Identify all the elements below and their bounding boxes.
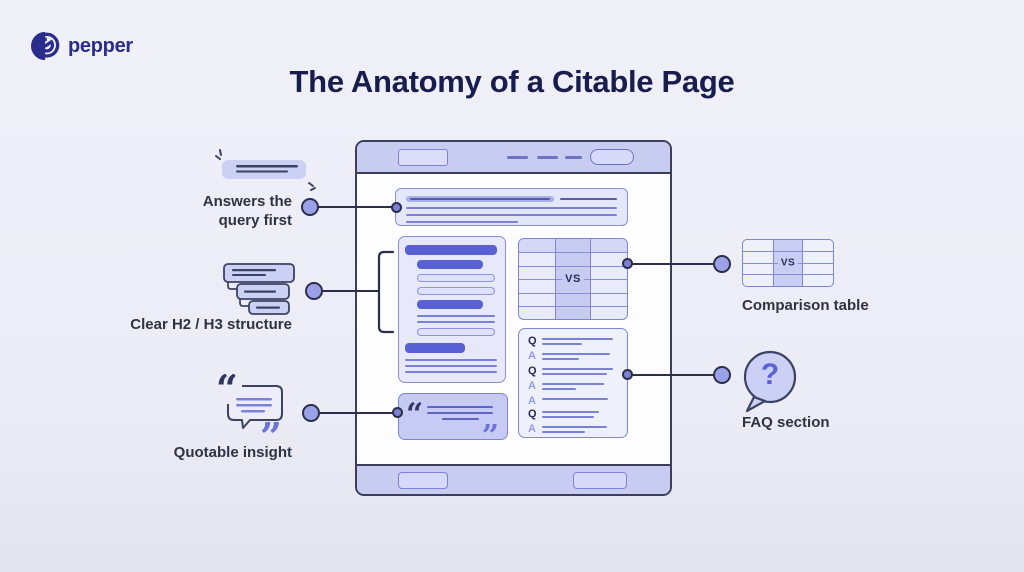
- faq-question-letter: Q: [528, 408, 537, 420]
- brand-logo: pepper: [31, 31, 133, 61]
- connector-comparison: [630, 263, 715, 265]
- pepper-logo-icon: [31, 31, 60, 61]
- comparison-table-icon: VS: [742, 239, 834, 287]
- mockup-header: [357, 142, 670, 174]
- mockup-nav-link: [507, 156, 528, 159]
- vs-label: VS: [777, 256, 799, 270]
- faq-question-letter: Q: [528, 365, 537, 377]
- anchor-dot: [622, 258, 633, 269]
- mockup-footer: [357, 464, 670, 494]
- close-quote-icon: ”: [481, 419, 499, 454]
- anchor-dot: [392, 407, 403, 418]
- quote-line: [442, 418, 479, 420]
- highlighted-answer-line: [406, 196, 554, 202]
- connector-answers: [316, 206, 396, 208]
- text-line: [406, 214, 617, 216]
- connector-quote: [317, 412, 396, 414]
- svg-text:”: ”: [260, 414, 282, 440]
- question-bubble-icon: [743, 350, 797, 413]
- text-line: [406, 207, 617, 209]
- faq-answer-letter: A: [528, 395, 536, 407]
- callout-label-quote: Quotable insight: [173, 444, 292, 461]
- mockup-nav-link: [537, 156, 558, 159]
- connector-dot: [713, 255, 731, 273]
- connector-dot: [713, 366, 731, 384]
- connector-dot: [302, 404, 320, 422]
- brand-name: pepper: [68, 34, 133, 57]
- quote-line: [427, 412, 493, 414]
- anchor-dot: [622, 369, 633, 380]
- answer-first-icon: [215, 149, 316, 191]
- text-line: [560, 198, 617, 200]
- heading-structure-icon: [223, 263, 295, 315]
- text-bar: [417, 274, 495, 282]
- page-title: The Anatomy of a Citable Page: [289, 64, 735, 99]
- faq-answer-letter: A: [528, 380, 536, 392]
- mockup-quote-block: “ ”: [398, 393, 508, 452]
- vs-label: VS: [562, 272, 584, 286]
- connector-dot: [305, 282, 323, 300]
- mockup-footer-button: [398, 472, 448, 489]
- open-quote-icon: “: [406, 397, 424, 432]
- question-mark: ?: [760, 358, 780, 391]
- mockup-heading-structure-block: [398, 236, 506, 383]
- text-line: [405, 359, 497, 361]
- quotable-insight-icon: “ ”: [216, 374, 283, 440]
- text-bar: [417, 287, 495, 295]
- faq-question-letter: Q: [528, 335, 537, 347]
- mockup-cta-button: [590, 149, 634, 165]
- mockup-comparison-table: VS: [518, 238, 628, 320]
- text-line: [417, 321, 495, 323]
- faq-answer-letter: A: [528, 423, 536, 435]
- text-line: [417, 315, 495, 317]
- text-bar: [417, 328, 495, 336]
- connector-dot: [301, 198, 319, 216]
- h2-bar: [405, 245, 497, 255]
- connector-structure: [320, 290, 378, 292]
- callout-label-structure: Clear H2 / H3 structure: [130, 316, 292, 333]
- mockup-faq-block: Q A Q A A Q A: [518, 328, 628, 438]
- anchor-dot: [391, 202, 402, 213]
- webpage-mockup: VS Q A Q A A Q A “ ”: [355, 140, 672, 496]
- mockup-logo-placeholder: [398, 149, 448, 166]
- h3-bar: [417, 260, 483, 269]
- text-line: [406, 221, 518, 223]
- h3-bar: [417, 300, 483, 309]
- text-line: [405, 371, 497, 373]
- structure-bracket: [377, 250, 395, 334]
- faq-answer-letter: A: [528, 350, 536, 362]
- faq-section-icon: ?: [740, 350, 802, 414]
- callout-label-faq: FAQ section: [742, 414, 830, 431]
- callout-label-answers: Answers the query first: [202, 193, 292, 229]
- quote-line: [427, 406, 493, 408]
- mockup-answer-block: [395, 188, 628, 226]
- mockup-footer-button: [573, 472, 627, 489]
- connector-faq: [630, 374, 715, 376]
- text-line: [405, 365, 497, 367]
- callout-label-comparison: Comparison table: [742, 297, 869, 314]
- mockup-nav-link: [565, 156, 582, 159]
- h2-bar: [405, 343, 465, 353]
- svg-text:“: “: [216, 374, 238, 411]
